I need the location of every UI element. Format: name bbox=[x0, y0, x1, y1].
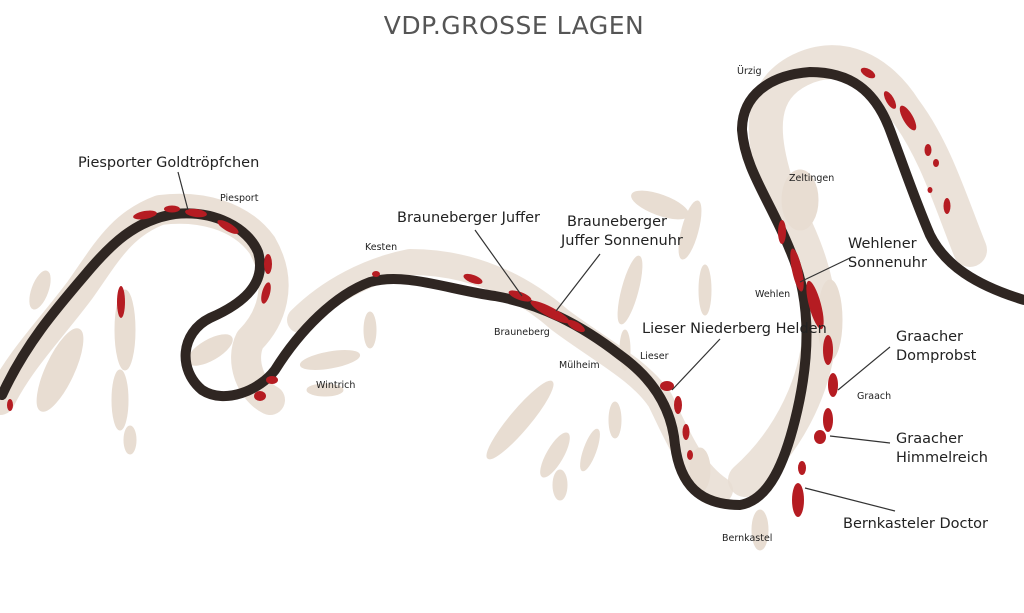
lage-label-brauneberger-juffer: Brauneberger Juffer bbox=[397, 210, 540, 226]
town-labels: Piesport Kesten Wintrich Brauneberg Mülh… bbox=[220, 66, 891, 544]
lage-label-line: Juffer Sonnenuhr bbox=[560, 233, 683, 249]
lage-label-brauneberger-juffer-sonnenuhr: Brauneberger Juffer Sonnenuhr bbox=[560, 214, 683, 249]
town-label-piesport: Piesport bbox=[220, 193, 259, 204]
lage-labels: Piesporter Goldtröpfchen Brauneberger Ju… bbox=[78, 155, 988, 532]
lage-label-graacher-himmelreich: Graacher Himmelreich bbox=[896, 431, 988, 466]
lage-label-bernkasteler-doctor: Bernkasteler Doctor bbox=[843, 516, 988, 532]
lage-label-wehlener-sonnenuhr: Wehlener Sonnenuhr bbox=[848, 236, 927, 271]
moselle-river bbox=[0, 67, 1024, 510]
lage-label-line: Sonnenuhr bbox=[848, 255, 927, 271]
town-label-wintrich: Wintrich bbox=[316, 380, 355, 391]
town-label-wehlen: Wehlen bbox=[755, 289, 790, 300]
lage-label-line: Wehlener bbox=[848, 236, 917, 252]
town-label-lieser: Lieser bbox=[640, 351, 669, 362]
lage-label-piesporter-goldtroepfchen: Piesporter Goldtröpfchen bbox=[78, 155, 259, 171]
town-label-muelheim: Mülheim bbox=[559, 360, 600, 371]
vineyard-areas bbox=[0, 45, 987, 551]
town-label-kesten: Kesten bbox=[365, 242, 397, 253]
map-title: VDP.GROSSE LAGEN bbox=[384, 11, 644, 40]
town-label-zeltingen: Zeltingen bbox=[789, 173, 834, 184]
lage-label-graacher-domprobst: Graacher Domprobst bbox=[896, 329, 977, 364]
lage-label-line: Graacher bbox=[896, 431, 963, 447]
town-label-uerzig: Ürzig bbox=[737, 66, 762, 77]
town-label-bernkastel: Bernkastel bbox=[722, 533, 772, 544]
town-label-brauneberg: Brauneberg bbox=[494, 327, 550, 338]
leader-lines bbox=[177, 171, 896, 512]
grosse-lage-patches bbox=[7, 67, 951, 517]
town-label-graach: Graach bbox=[857, 391, 891, 402]
lage-label-line: Brauneberger bbox=[567, 214, 667, 230]
lage-label-lieser-niederberg-helden: Lieser Niederberg Helden bbox=[642, 321, 827, 337]
lage-label-line: Graacher bbox=[896, 329, 963, 345]
lage-label-line: Himmelreich bbox=[896, 450, 988, 466]
lage-label-line: Domprobst bbox=[896, 348, 977, 364]
